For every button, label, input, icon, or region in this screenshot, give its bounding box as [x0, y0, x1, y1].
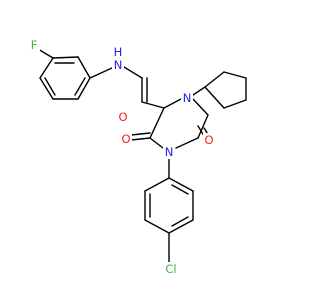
- atom-ring-nitrogen-cyclopentyl: N: [183, 91, 192, 105]
- chlorophenyl-double-bond: [171, 216, 189, 227]
- chlorophenyl-ring-bond: [168, 219, 194, 234]
- atom-label-layer: F N H O N N O O Cl: [28, 38, 215, 276]
- fluorophenyl-ring-bond: [39, 77, 54, 100]
- fluorophenyl-ring-bond: [77, 77, 91, 100]
- cyclopentyl-bond: [204, 86, 225, 109]
- atom-amide-nitrogen: N: [114, 58, 123, 72]
- fluorophenyl-double-bond: [74, 77, 86, 96]
- atom-urea-oxygen: O: [204, 133, 213, 147]
- fluorophenyl-double-bond: [44, 77, 56, 96]
- imide-carbonyl-bond: [130, 137, 151, 141]
- atom-amide-oxygen: O: [118, 110, 127, 124]
- cyclopentyl-bond: [204, 71, 225, 88]
- bond-layer: [37, 48, 247, 263]
- atom-imide-oxygen: O: [121, 132, 130, 146]
- atom-ring-nitrogen-aryl: N: [165, 145, 174, 159]
- ring-bond: [149, 107, 165, 139]
- fluorophenyl-ring-bond: [52, 56, 79, 59]
- imide-carbonyl-double-bond: [130, 132, 151, 136]
- n-carbonyl-bond: [123, 66, 143, 79]
- n-cyclopentyl-bond: [192, 86, 206, 96]
- aryl-n-bond: [89, 67, 113, 79]
- ch2-ring-bond: [163, 98, 182, 109]
- ring-bond: [149, 137, 164, 149]
- ring-bond: [192, 98, 209, 116]
- fluorophenyl-ring-bond: [39, 57, 54, 79]
- chlorophenyl-double-bond: [171, 184, 189, 195]
- fluorophenyl-ring-bond: [77, 56, 91, 79]
- cyclopentyl-bond: [223, 99, 247, 109]
- atom-chlorine: Cl: [165, 262, 176, 276]
- atom-fluorine: F: [31, 38, 38, 52]
- chlorophenyl-ring-bond: [144, 219, 170, 234]
- methylene-bond: [141, 101, 165, 109]
- chemical-structure: F N H O N N O O Cl: [28, 38, 247, 276]
- ring-bond: [197, 114, 209, 139]
- ring-bond: [175, 137, 199, 149]
- c-f-bond: [37, 48, 54, 59]
- cyclopentyl-bond: [223, 71, 247, 79]
- chlorophenyl-ring-bond: [144, 177, 170, 192]
- chlorophenyl-ring-bond: [168, 177, 194, 192]
- atom-amide-hydrogen: H: [114, 45, 123, 59]
